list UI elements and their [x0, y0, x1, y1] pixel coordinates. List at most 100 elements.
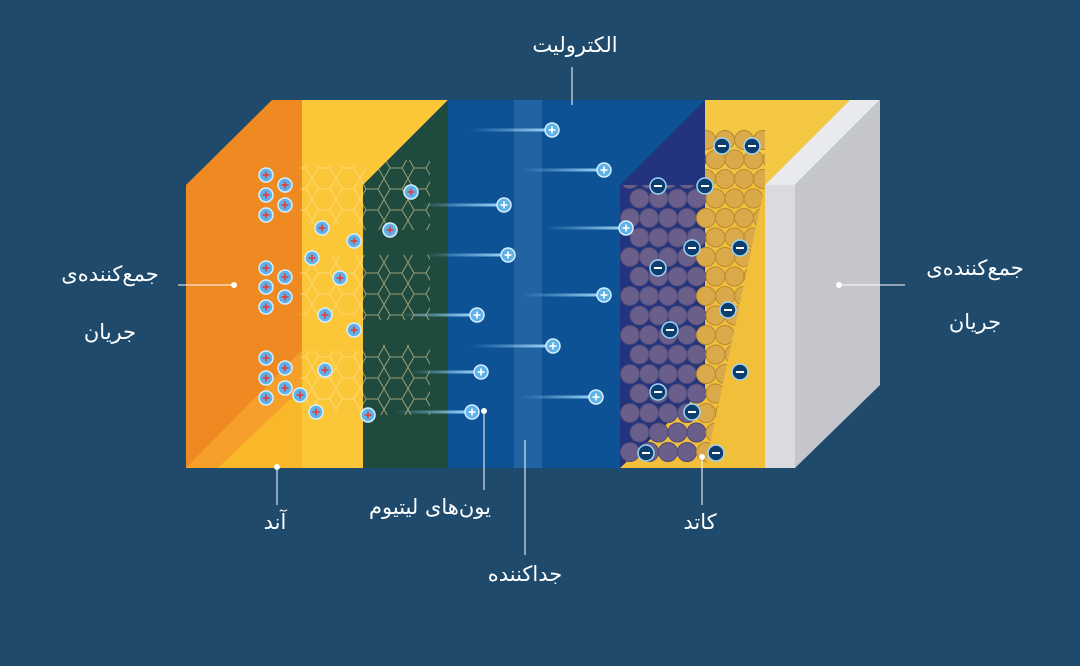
- cathode-particle: [658, 442, 678, 462]
- cathode-particle: [658, 286, 678, 306]
- right-collector-label-line2: جریان: [948, 310, 1002, 334]
- cathode-particle: [734, 208, 754, 228]
- ion-trail: [520, 293, 598, 297]
- ion-trail: [395, 410, 466, 414]
- positive-ion-icon: [618, 220, 634, 236]
- cathode-particle: [620, 325, 640, 345]
- cathode-particle: [724, 188, 745, 209]
- cathode-particle: [715, 208, 735, 228]
- positive-ion-icon: [544, 122, 560, 138]
- negative-electron-icon: [743, 137, 761, 155]
- cathode-particle: [677, 286, 697, 306]
- negative-electron-icon: [661, 321, 679, 339]
- cathode-particle: [629, 383, 650, 404]
- cathode-particle: [620, 364, 640, 384]
- negative-electron-icon: [731, 239, 749, 257]
- positive-ion-icon: [277, 177, 293, 193]
- positive-ion-icon: [258, 187, 274, 203]
- ion-trail: [470, 344, 547, 348]
- positive-ion-icon: [258, 260, 274, 276]
- cathode-particle: [639, 403, 659, 423]
- cathode-particle: [639, 208, 659, 228]
- positive-ion-icon: [596, 287, 612, 303]
- cathode-collector-top: [765, 100, 880, 185]
- cathode-particle: [629, 305, 650, 326]
- cathode-particle: [686, 344, 707, 365]
- cathode-particle: [762, 149, 765, 170]
- cathode-particle: [724, 149, 745, 170]
- cathode-particle: [648, 305, 669, 326]
- cathode-particle: [620, 247, 640, 267]
- negative-electron-icon: [719, 301, 737, 319]
- cathode-particle: [629, 344, 650, 365]
- positive-ion-icon: [258, 370, 274, 386]
- cathode-particle: [658, 364, 678, 384]
- cathode-particle: [658, 403, 678, 423]
- ion-trail: [410, 370, 475, 374]
- positive-ion-icon: [500, 247, 516, 263]
- positive-ion-icon: [317, 307, 333, 323]
- ion-trail: [520, 168, 598, 172]
- positive-ion-icon: [277, 380, 293, 396]
- cathode-particle: [696, 286, 716, 306]
- positive-ion-icon: [317, 362, 333, 378]
- positive-ion-icon: [258, 279, 274, 295]
- positive-ion-icon: [403, 184, 419, 200]
- positive-ion-icon: [346, 233, 362, 249]
- cathode-collector-front: [765, 185, 795, 468]
- positive-ion-icon: [258, 350, 274, 366]
- positive-ion-icon: [308, 404, 324, 420]
- cathode-particle: [658, 208, 678, 228]
- electrolyte-label: الکترولیت: [532, 33, 618, 57]
- negative-electron-icon: [696, 177, 714, 195]
- cathode-particle: [724, 266, 745, 287]
- cathode-particle: [639, 286, 659, 306]
- negative-electron-icon: [707, 444, 725, 462]
- ion-trail: [520, 395, 590, 399]
- cathode-particle: [677, 442, 697, 462]
- positive-ion-icon: [346, 322, 362, 338]
- positive-ion-icon: [258, 390, 274, 406]
- cathode-particle: [629, 266, 650, 287]
- cathode-particle: [639, 325, 659, 345]
- lithium-ions-label: یون‌های لیتیوم: [369, 495, 491, 519]
- cathode-particle: [629, 422, 650, 443]
- cathode-particle: [696, 364, 716, 384]
- positive-ion-icon: [360, 407, 376, 423]
- cathode-electrons: [637, 137, 761, 462]
- anode-hex-lattice: [300, 165, 365, 410]
- positive-ion-icon: [464, 404, 480, 420]
- positive-ion-icon: [258, 299, 274, 315]
- positive-ion-icon: [314, 220, 330, 236]
- negative-electron-icon: [713, 137, 731, 155]
- cathode-particle: [696, 208, 716, 228]
- positive-ion-icon: [469, 307, 485, 323]
- cathode-particle: [715, 325, 735, 345]
- positive-ion-icon: [277, 269, 293, 285]
- positive-ion-icon: [258, 207, 274, 223]
- cathode-particle: [696, 325, 716, 345]
- anode-lithium-ions: [258, 167, 419, 423]
- cathode-particle: [620, 442, 640, 462]
- ion-trail: [425, 253, 502, 257]
- ion-trail: [420, 203, 498, 207]
- positive-ion-icon: [277, 289, 293, 305]
- positive-ion-icon: [588, 389, 604, 405]
- ion-trail: [545, 226, 620, 230]
- separator-band: [514, 100, 542, 468]
- ion-trail: [400, 313, 471, 317]
- cathode-particle: [705, 266, 726, 287]
- negative-electron-icon: [637, 444, 655, 462]
- cathode-particle: [620, 286, 640, 306]
- cathode-particle: [686, 266, 707, 287]
- left-collector-label-line1: جمع‌کننده‌ی: [61, 262, 159, 286]
- cathode-particle: [743, 188, 764, 209]
- positive-ion-icon: [292, 387, 308, 403]
- cathode-particle: [677, 208, 697, 228]
- positive-ion-icon: [332, 270, 348, 286]
- anode-label: آند: [263, 510, 287, 534]
- cathode-particle: [629, 188, 650, 209]
- cathode-particle: [686, 383, 707, 404]
- cathode-particle: [715, 169, 735, 189]
